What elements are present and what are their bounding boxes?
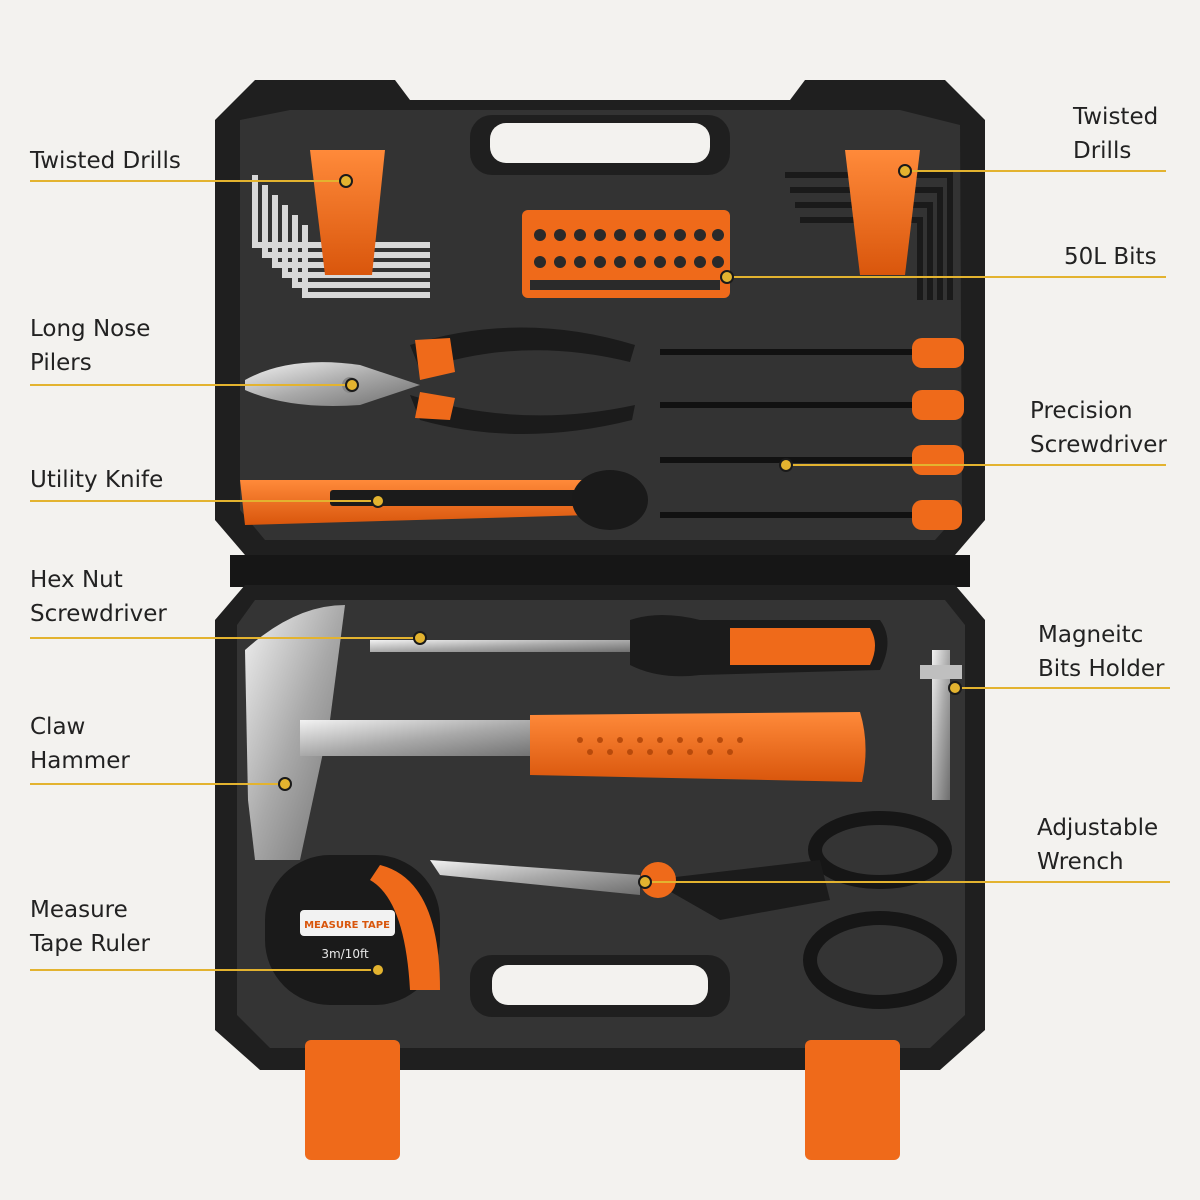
label-line: Wrench: [1037, 849, 1124, 875]
bit-set: [522, 210, 730, 298]
leader-dot-icon: [278, 777, 292, 791]
label-line: Adjustable: [1037, 815, 1159, 841]
label-line: Utility Knife: [30, 467, 164, 493]
label-line: Screwdriver: [30, 601, 167, 627]
label-twisted-drills-right: Twisted Drills: [1073, 100, 1158, 168]
latch-left: [305, 1040, 400, 1160]
label-claw-hammer: Claw Hammer: [30, 710, 130, 778]
label-line: Screwdriver: [1030, 432, 1167, 458]
label-line: Twisted Drills: [30, 148, 181, 174]
leader-dot-icon: [779, 458, 793, 472]
label-adjustable-wrench: Adjustable Wrench: [1037, 811, 1158, 879]
label-line: Claw: [30, 714, 86, 740]
leader-dot-icon: [371, 963, 385, 977]
hex-nut-screwdriver: [370, 615, 888, 677]
label-utility-knife: Utility Knife: [30, 463, 163, 497]
leader-dot-icon: [638, 875, 652, 889]
label-line: Pilers: [30, 350, 92, 376]
label-line: Bits Holder: [1038, 656, 1165, 682]
leader-dot-icon: [948, 681, 962, 695]
tape-brand-text: MEASURE TAPE: [304, 920, 390, 931]
case-hinge: [230, 555, 970, 587]
leader-dot-icon: [371, 494, 385, 508]
leader-dot-icon: [339, 174, 353, 188]
label-long-nose-pliers: Long Nose Pilers: [30, 312, 150, 380]
label-line: Drills: [1073, 138, 1132, 164]
label-hex-nut-screwdriver: Hex Nut Screwdriver: [30, 563, 167, 631]
measure-tape: MEASURE TAPE 3m/10ft: [265, 855, 440, 1005]
label-50l-bits: 50L Bits: [1064, 240, 1157, 274]
hex-keys-right: [785, 172, 953, 300]
label-line: Precision: [1030, 398, 1133, 424]
case-top-half: [215, 80, 985, 555]
leader-dot-icon: [413, 631, 427, 645]
leader-lines: [30, 170, 1170, 971]
label-line: Tape Ruler: [30, 931, 150, 957]
label-measure-tape: Measure Tape Ruler: [30, 893, 150, 961]
label-line: 50L Bits: [1064, 244, 1157, 270]
label-line: Hex Nut: [30, 567, 123, 593]
twisted-drills-holder-right: [845, 150, 920, 275]
label-precision-screwdriver: Precision Screwdriver: [1030, 394, 1167, 462]
label-line: Long Nose: [30, 316, 151, 342]
precision-screwdrivers: [660, 338, 964, 530]
label-line: Twisted: [1073, 104, 1159, 130]
label-twisted-drills-left: Twisted Drills: [30, 144, 181, 178]
magnetic-bits-holder: [920, 650, 962, 800]
claw-hammer: [245, 605, 866, 860]
tape-size-text: 3m/10ft: [321, 947, 369, 961]
latch-right: [805, 1040, 900, 1160]
scissors: [430, 811, 957, 1009]
leader-dots: [278, 164, 962, 977]
leader-dot-icon: [345, 378, 359, 392]
label-line: Hammer: [30, 748, 130, 774]
leader-dot-icon: [898, 164, 912, 178]
utility-knife: [240, 470, 648, 530]
leader-dot-icon: [720, 270, 734, 284]
label-magnetic-bits-holder: Magneitc Bits Holder: [1038, 618, 1164, 686]
label-line: Measure: [30, 897, 128, 923]
hex-keys-left: [252, 175, 430, 298]
label-line: Magneitc: [1038, 622, 1144, 648]
